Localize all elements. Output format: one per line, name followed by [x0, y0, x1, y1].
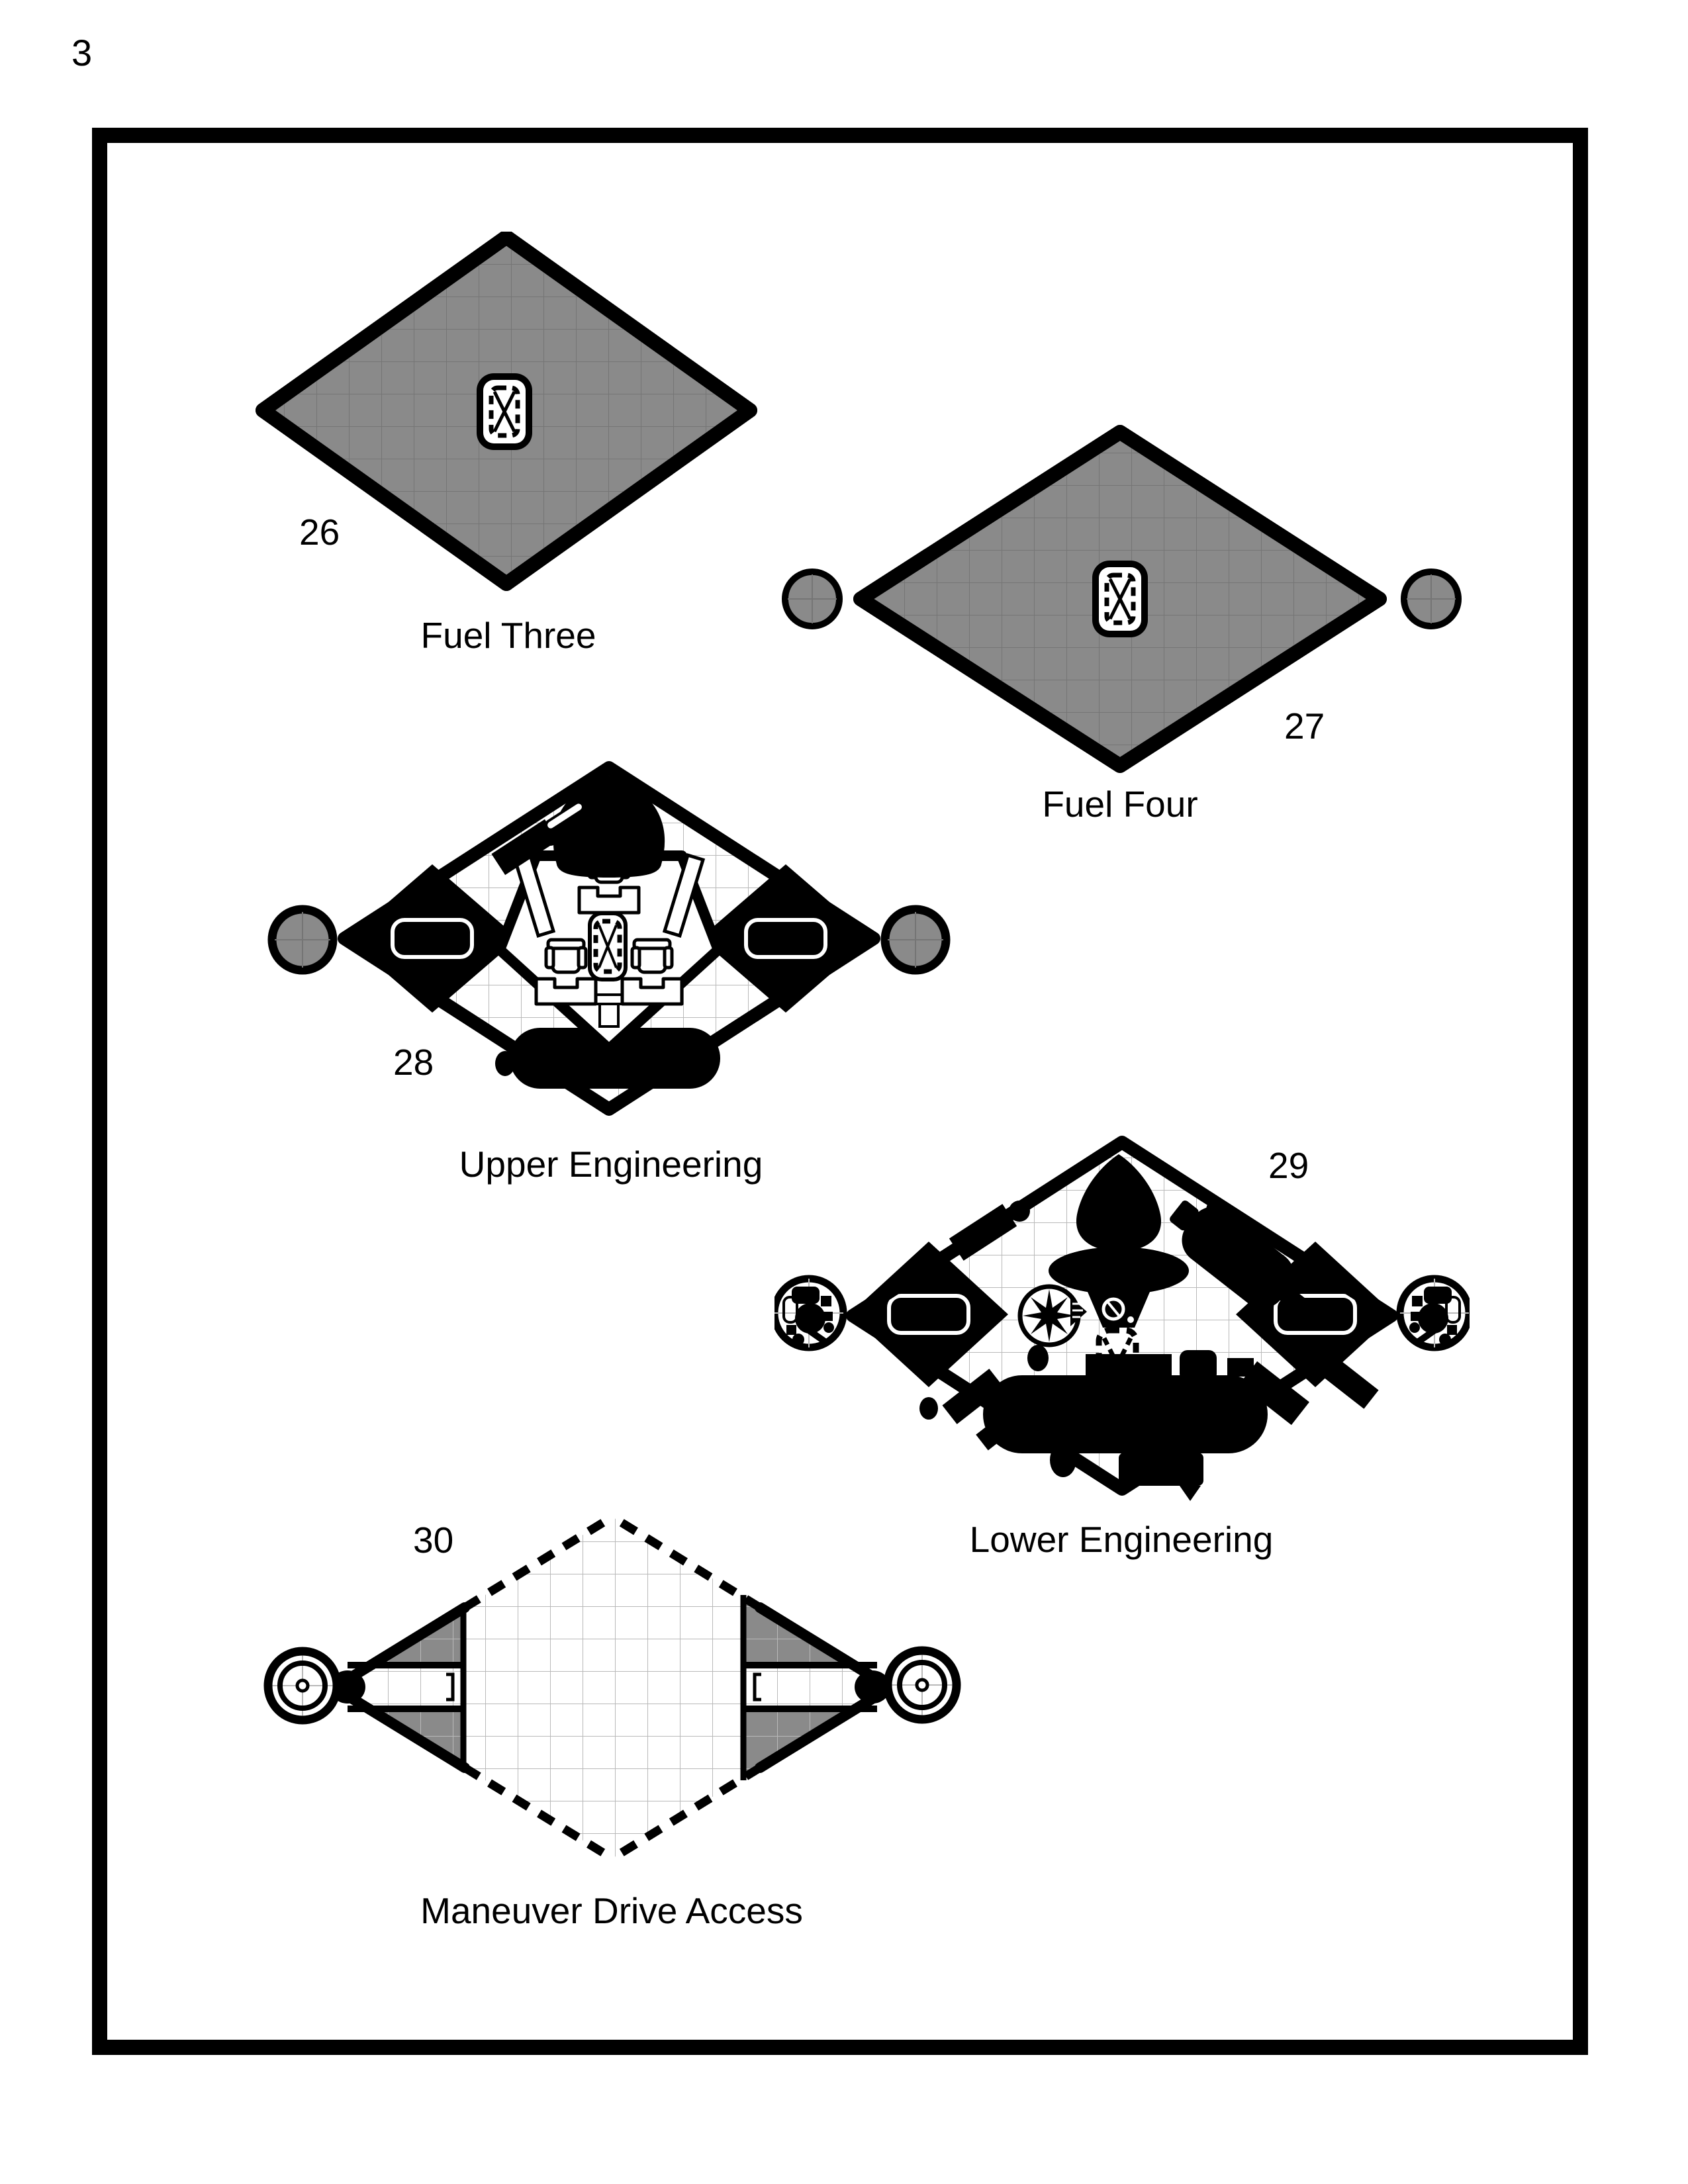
power-plant-silhouette: [553, 776, 665, 878]
fuel-port-icon: [267, 905, 338, 975]
equipment-dot: [540, 826, 560, 846]
fuel-port-icon: [782, 569, 843, 629]
crew-chair-icon: [546, 940, 586, 972]
lower-engineering-drawing: [774, 1136, 1470, 1501]
door-bracket-icon: [753, 1672, 761, 1702]
equipment-dot: [919, 1397, 938, 1420]
upper-engineering-drawing: [267, 761, 951, 1116]
power-plant-silhouette: [1049, 1154, 1189, 1328]
generator-silhouette: [1170, 1201, 1307, 1313]
thruster-port-icon: [884, 1647, 961, 1723]
fuel-three-drawing: [256, 232, 757, 591]
crew-chair-icon: [632, 940, 672, 972]
port-machinery-bay: [849, 1242, 1008, 1387]
fuel-port-icon: [1401, 569, 1462, 629]
plan-caption: Lower Engineering: [969, 1519, 1274, 1560]
port-machinery-bay: [346, 864, 518, 1013]
deck-grid: [334, 1517, 890, 1858]
page-number: 3: [71, 32, 93, 73]
turbine-icon: [1017, 1284, 1087, 1347]
iris-valve-icon: [477, 373, 532, 450]
airlock-port-icon: [1400, 1279, 1469, 1347]
equipment-handle: [545, 801, 585, 831]
plan-caption: Upper Engineering: [459, 1144, 763, 1185]
maneuver-drive-access-drawing: [258, 1513, 966, 1862]
plan-caption: Fuel Four: [1042, 784, 1198, 825]
hull-edges: [329, 1513, 896, 1862]
thruster-port-icon: [264, 1647, 341, 1724]
fuel-four-drawing: [782, 425, 1462, 773]
plan-number: 30: [413, 1520, 454, 1561]
iris-valve-icon: [588, 911, 628, 981]
plan-caption: Fuel Three: [420, 615, 596, 656]
airlock-port-icon: [774, 1279, 843, 1347]
plan-number: 28: [393, 1042, 434, 1083]
console-bank: [662, 852, 706, 938]
fuel-port-icon: [880, 905, 951, 975]
plan-number: 29: [1268, 1145, 1309, 1186]
iris-valve-icon: [1092, 561, 1148, 637]
plate-frame: [92, 128, 1588, 2055]
plan-number: 26: [299, 512, 340, 553]
equipment-bar: [1322, 1357, 1379, 1409]
plan-number: 27: [1284, 705, 1325, 747]
starboard-machinery-bay: [700, 864, 872, 1013]
equipment-dot: [495, 1051, 515, 1076]
plan-caption: Maneuver Drive Access: [420, 1890, 803, 1931]
door-bracket-icon: [446, 1672, 455, 1702]
